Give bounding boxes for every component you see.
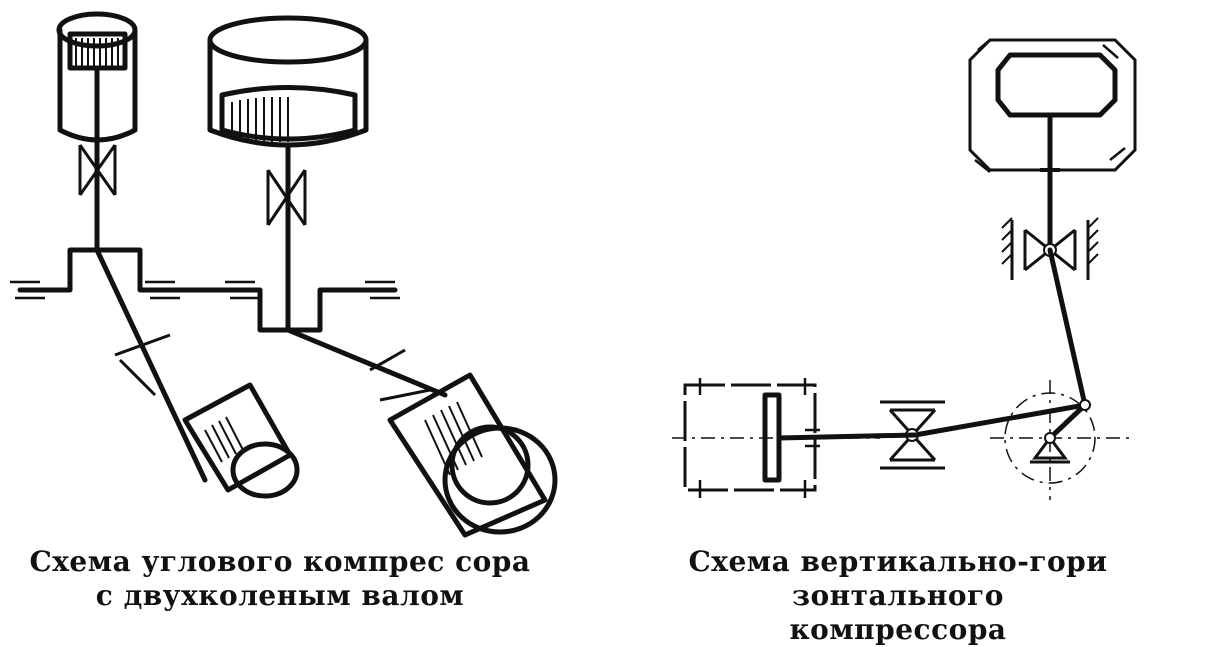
caption-right-line2: компрессора bbox=[789, 613, 1007, 646]
diagram-canvas bbox=[10, 11, 1137, 538]
large-inclined-cylinder bbox=[387, 372, 558, 538]
crosshead-guide-lower-left bbox=[114, 333, 171, 397]
diagrams-svg bbox=[10, 11, 1137, 538]
caption-right-line1: Схема вертикально-гори зонтального bbox=[688, 545, 1108, 612]
caption-vertical-horizontal-compressor: Схема вертикально-гори зонтального компр… bbox=[628, 545, 1168, 647]
angular-compressor-diagram bbox=[10, 11, 558, 538]
upper-cylinder bbox=[968, 38, 1137, 173]
large-vertical-cylinder bbox=[207, 15, 369, 148]
caption-left-line2: с двухколеным валом bbox=[95, 579, 465, 612]
caption-left-line1: Схема углового компрес сора bbox=[29, 545, 531, 578]
crosshead-guide-left bbox=[78, 144, 117, 196]
two-throw-crankshaft bbox=[10, 247, 400, 333]
crank-support bbox=[1030, 435, 1070, 464]
vertical-horizontal-compressor-diagram bbox=[672, 38, 1137, 500]
caption-angular-compressor: Схема углового компрес сора с двухколены… bbox=[20, 545, 540, 613]
horizontal-cylinder bbox=[672, 378, 918, 498]
crosshead-guide-center bbox=[266, 169, 307, 226]
crosshead-guide-lower-right bbox=[369, 348, 431, 402]
small-inclined-cylinder bbox=[182, 382, 300, 499]
